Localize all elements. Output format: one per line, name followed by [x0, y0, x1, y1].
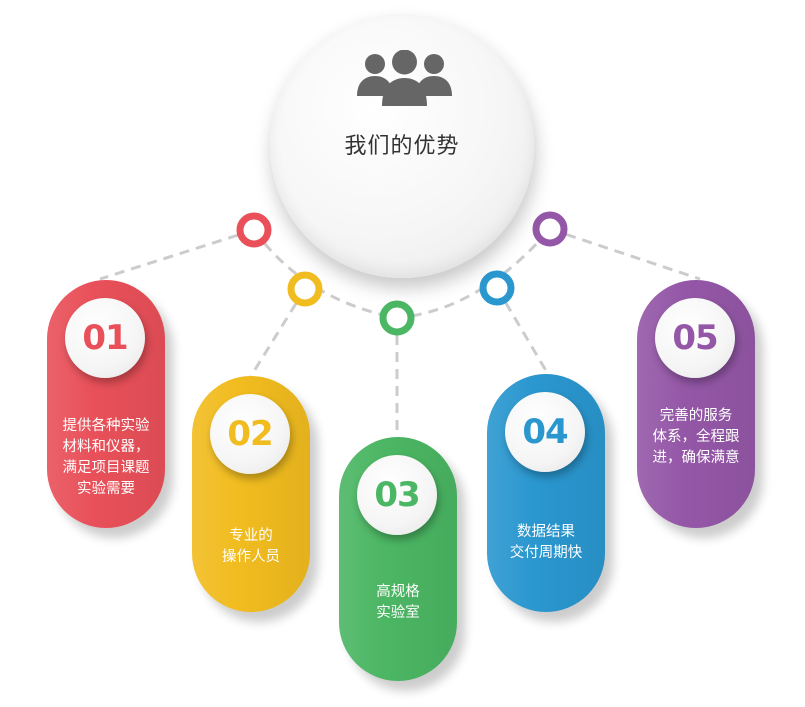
- advantage-card-3: 03 高规格 实验室: [339, 437, 457, 681]
- ring-node-2: [287, 271, 323, 307]
- number-badge-1: 01: [65, 298, 145, 378]
- connector-5: [549, 227, 701, 281]
- ring-node-1: [236, 212, 272, 248]
- ring-node-5: [532, 211, 568, 247]
- hub-title: 我们的优势: [344, 134, 460, 159]
- ring-node-4: [479, 270, 515, 306]
- number-badge-4: 04: [505, 392, 585, 472]
- people-group-icon: [357, 50, 452, 106]
- advantage-card-4: 04 数据结果 交付周期快: [487, 374, 605, 612]
- number-badge-5: 05: [655, 298, 735, 378]
- badge-number: 03: [374, 475, 420, 515]
- card-description: 专业的 操作人员: [222, 528, 280, 565]
- number-badge-2: 02: [210, 394, 290, 474]
- ring-node-3: [379, 300, 415, 336]
- card-description: 完善的服务 体系，全程跟 进，确保满意: [652, 408, 740, 466]
- number-badge-3: 03: [357, 455, 437, 535]
- card-description: 提供各种实验 材料和仪器， 满足项目课题 实验需要: [62, 418, 150, 497]
- card-description: 数据结果 交付周期快: [509, 524, 583, 561]
- badge-number: 05: [672, 318, 718, 358]
- card-description: 高规格 实验室: [376, 584, 420, 621]
- advantage-card-5: 05 完善的服务 体系，全程跟 进，确保满意: [637, 280, 755, 528]
- advantage-card-2: 02 专业的 操作人员: [192, 376, 310, 612]
- advantage-card-1: 01 提供各种实验 材料和仪器， 满足项目课题 实验需要: [47, 280, 165, 528]
- connector-1: [99, 228, 255, 281]
- badge-number: 04: [522, 412, 568, 452]
- badge-number: 01: [82, 318, 128, 358]
- badge-number: 02: [227, 414, 273, 454]
